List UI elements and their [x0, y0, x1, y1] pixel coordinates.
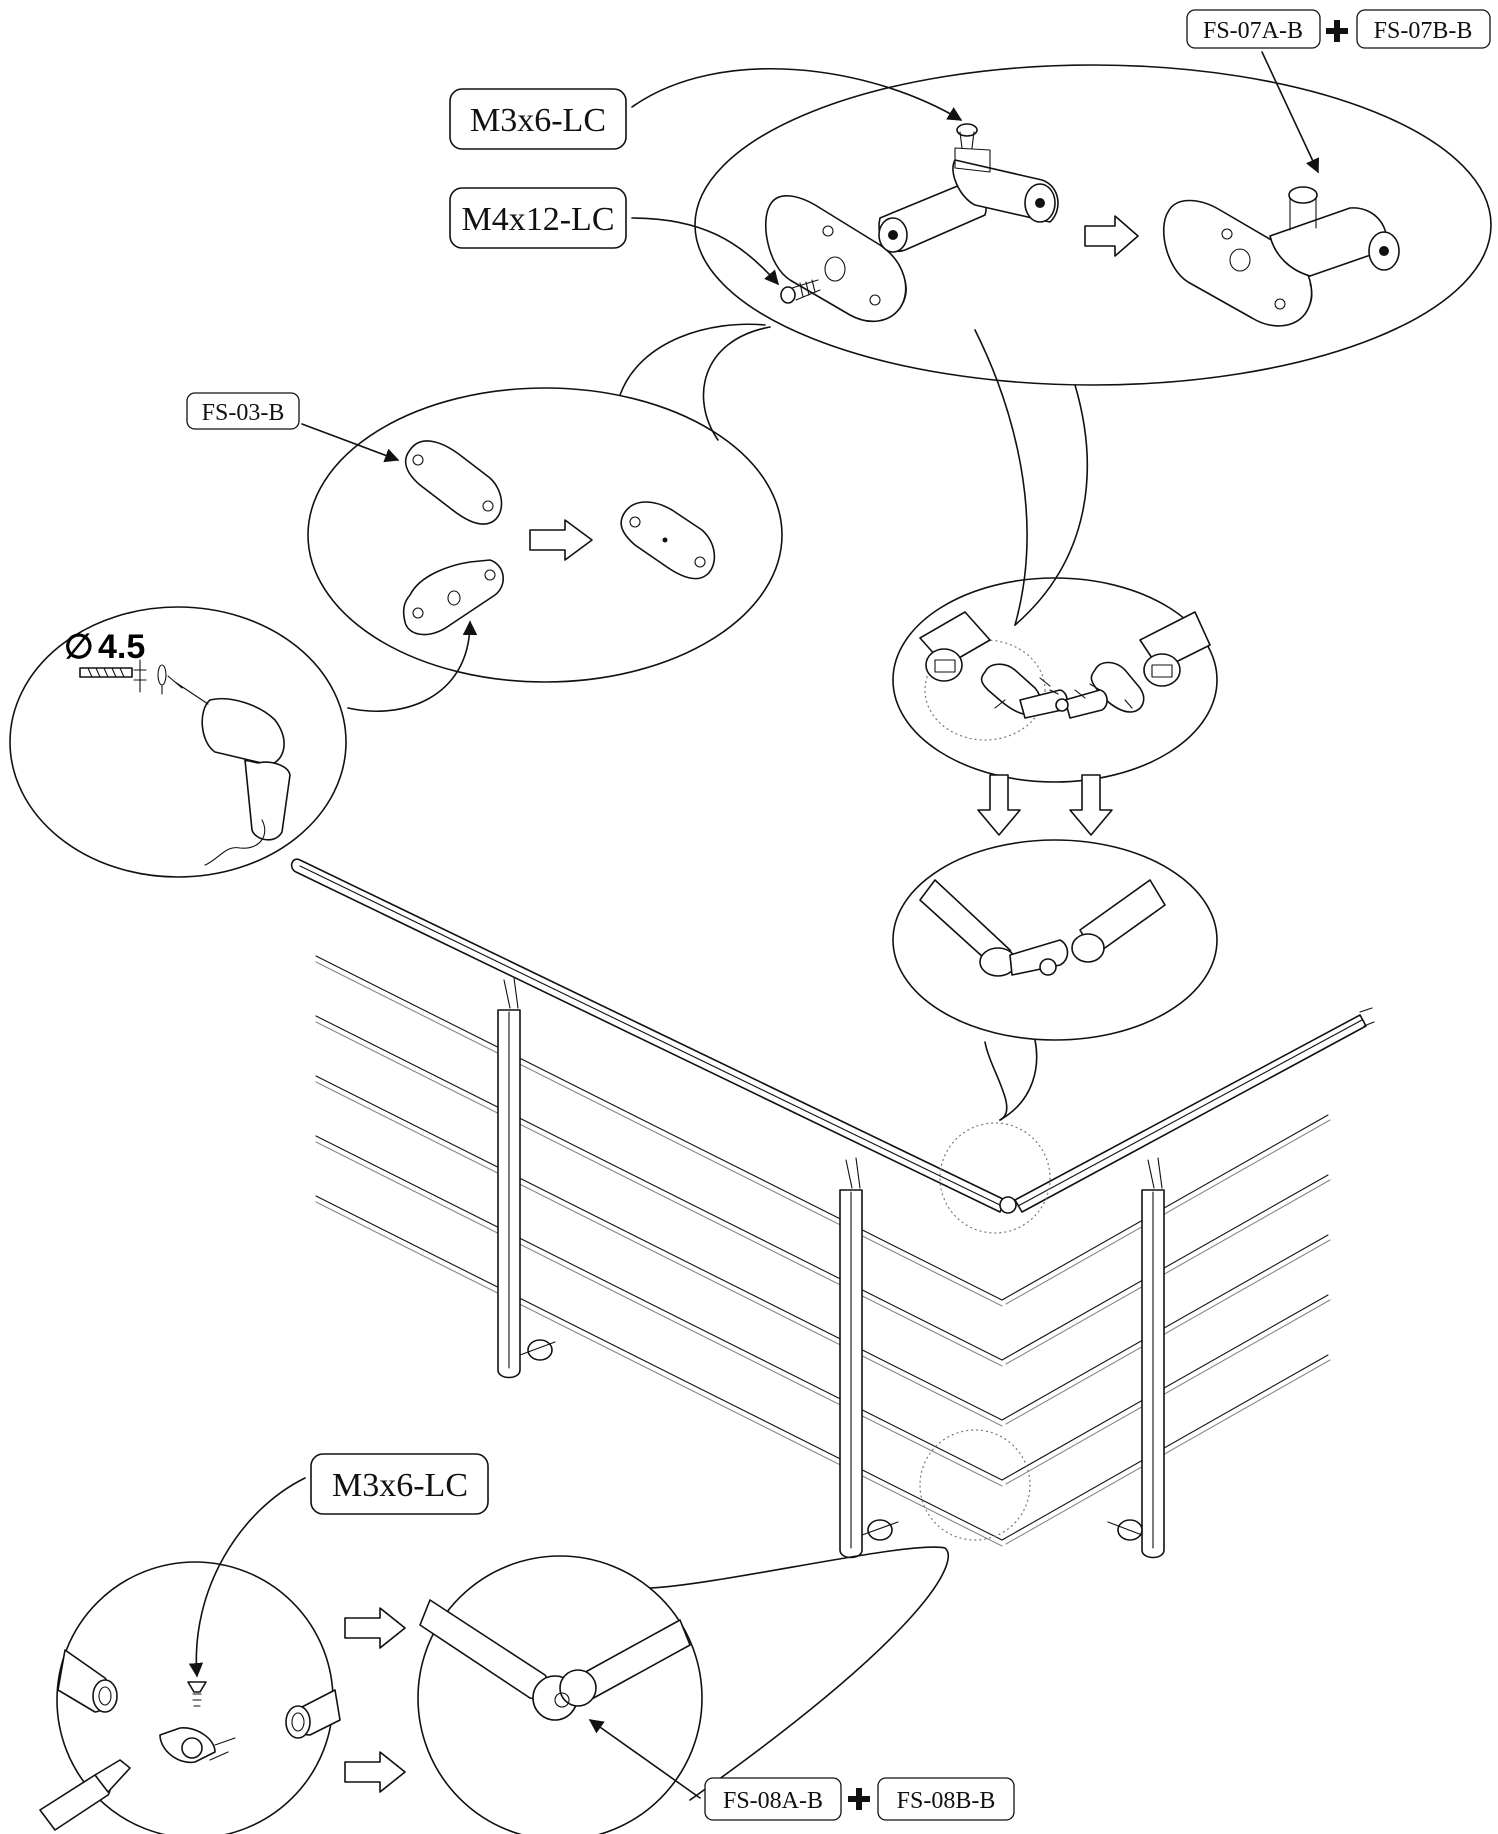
label-cable-connector-a-text: FS-08A-B: [723, 1788, 823, 1814]
connector-exploded: [980, 661, 1145, 719]
leader-arrow: [301, 423, 400, 463]
label-bottom-screw: M3x6-LC: [310, 1453, 489, 1515]
railing-assembly: [290, 858, 1375, 1559]
leader-arrow: [188, 1477, 306, 1678]
drill-bit-icon: [79, 659, 167, 695]
tube-right: [285, 1689, 341, 1739]
plate-piece-drilled: [402, 559, 504, 636]
label-connector-b-text: FS-07B-B: [1374, 18, 1473, 44]
leader-arrow: [1261, 51, 1320, 174]
hollow-arrow-down-icon: [977, 774, 1021, 836]
rail-joint: [919, 879, 1166, 977]
handrail-right: [1014, 1014, 1367, 1213]
base-plate-left: [764, 195, 907, 323]
hollow-arrow-right-icon: [1084, 215, 1139, 257]
cable-joint: [419, 1599, 691, 1721]
cables-right: [1001, 1114, 1331, 1545]
highlight-circle: [924, 639, 1046, 741]
post-3: [1107, 1157, 1165, 1559]
cable-connector: [159, 1727, 236, 1764]
leader-arrow: [631, 217, 779, 286]
label-plate: FS-03-B: [186, 392, 300, 430]
connector-assembled: [1162, 186, 1400, 327]
leader-arrow: [631, 68, 963, 121]
label-base-screw: M4x12-LC: [449, 187, 627, 249]
screw-icon: [187, 1681, 207, 1707]
label-top-screw-text: M3x6-LC: [470, 102, 606, 139]
hollow-arrow-down-icon: [1069, 774, 1113, 836]
screw-icon: [780, 279, 821, 304]
label-connector-a-text: FS-07A-B: [1203, 18, 1303, 44]
cable-tensioner: [39, 1759, 131, 1831]
label-cable-connector-pair: FS-08A-B FS-08B-B: [704, 1777, 1015, 1821]
plus-icon: [848, 1788, 870, 1810]
highlight-circle: [919, 1429, 1031, 1541]
detail-ellipse-plate: [307, 323, 783, 683]
hollow-arrow-right-icon: [529, 519, 593, 561]
leader-arrow: [347, 620, 478, 712]
plate-piece: [404, 440, 503, 525]
label-base-screw-text: M4x12-LC: [462, 201, 615, 238]
label-cable-connector-b-text: FS-08B-B: [897, 1788, 996, 1814]
detail-circle-joined: [892, 839, 1218, 1121]
rail-end-left: [919, 611, 991, 682]
plus-icon: [1326, 20, 1348, 42]
post-2: [839, 1157, 899, 1559]
rail-end-right: [1139, 611, 1211, 687]
cables-left: [315, 955, 1003, 1547]
detail-circle-drill: ∅ 4.5: [9, 606, 347, 878]
tube-left: [57, 1649, 118, 1713]
hollow-arrow-right-icon: [344, 1751, 406, 1793]
connector-body-left: [878, 123, 1059, 253]
highlight-circle: [939, 1122, 1051, 1234]
drill-diameter-value: 4.5: [98, 628, 145, 666]
label-bottom-screw-text: M3x6-LC: [332, 1467, 468, 1504]
detail-circle-cable-parts: [39, 1561, 341, 1834]
label-plate-text: FS-03-B: [202, 400, 285, 426]
label-top-screw: M3x6-LC: [449, 88, 627, 150]
hollow-arrow-right-icon: [344, 1607, 406, 1649]
handrail-left: [290, 858, 1006, 1213]
detail-circle-corner: [892, 329, 1218, 836]
post-1: [497, 977, 556, 1379]
drill-diameter-symbol: ∅: [64, 628, 94, 666]
drill-icon: [167, 675, 291, 866]
label-connector-pair: FS-07A-B FS-07B-B: [1186, 9, 1491, 49]
detail-ellipse-connector: [694, 64, 1492, 386]
detail-circle-cable-joined: [417, 1546, 949, 1834]
leader-arrow: [588, 1719, 701, 1799]
plate-finished: [620, 501, 716, 580]
